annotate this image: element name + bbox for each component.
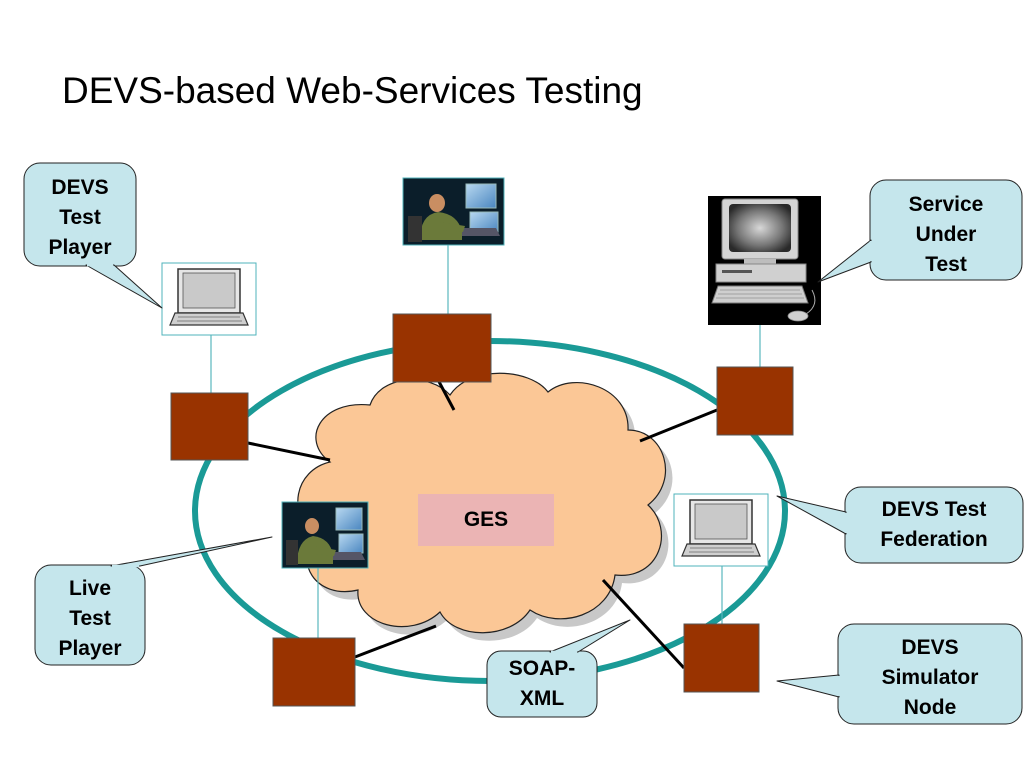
callout-line: Service [908, 193, 984, 216]
callout-line: DEVS [901, 636, 959, 659]
cloud-links [247, 375, 718, 670]
callout-line: Test [69, 607, 111, 630]
callout-line: Test [59, 206, 101, 229]
node-left [170, 392, 249, 461]
ges-label: GES [463, 508, 509, 531]
callout-line: Under [915, 223, 977, 246]
slide-title: DEVS-based Web-Services Testing [62, 70, 643, 111]
callout-devs-test-player-text: DEVS Test Player [24, 173, 136, 263]
callout-live-test-player-text: Live Test Player [35, 574, 145, 664]
laptop-icon [673, 493, 769, 567]
callout-service-under-test-text: Service Under Test [870, 190, 1022, 280]
callout-line: Test [925, 253, 967, 276]
laptop-icon [161, 262, 257, 336]
desktop-computer-icon [708, 196, 821, 325]
node-right [716, 366, 794, 436]
callout-line: Player [48, 236, 112, 259]
callout-line: SOAP- [508, 657, 576, 680]
callout-soap-xml [486, 619, 631, 718]
callout-devs-test-player [23, 162, 163, 309]
device-connectors [210, 245, 761, 638]
callout-line: Player [58, 637, 122, 660]
operator-workstation-icon [402, 177, 505, 246]
callout-line: Node [903, 696, 957, 719]
callout-line: XML [519, 687, 565, 710]
callout-live-test-player [34, 536, 273, 666]
callout-line: Live [68, 577, 112, 600]
callout-devs-simulator-node [776, 623, 1023, 725]
callout-devs-simulator-node-text: DEVS Simulator Node [838, 633, 1022, 723]
callout-devs-test-federation-text: DEVS Test Federation [845, 495, 1023, 555]
node-top [392, 313, 492, 383]
operator-workstation-icon [281, 501, 369, 569]
network-nodes [170, 313, 794, 707]
callout-line: DEVS Test [881, 498, 987, 521]
callout-devs-test-federation [776, 486, 1024, 564]
callout-line: Simulator [881, 666, 979, 689]
callout-soap-xml-text: SOAP- XML [487, 654, 597, 714]
node-bottom-left [272, 637, 356, 707]
ges-box [418, 494, 554, 546]
callout-line: DEVS [51, 176, 109, 199]
node-bottom-right [683, 623, 760, 693]
callout-line: Federation [880, 528, 988, 551]
callout-service-under-test [817, 179, 1023, 283]
